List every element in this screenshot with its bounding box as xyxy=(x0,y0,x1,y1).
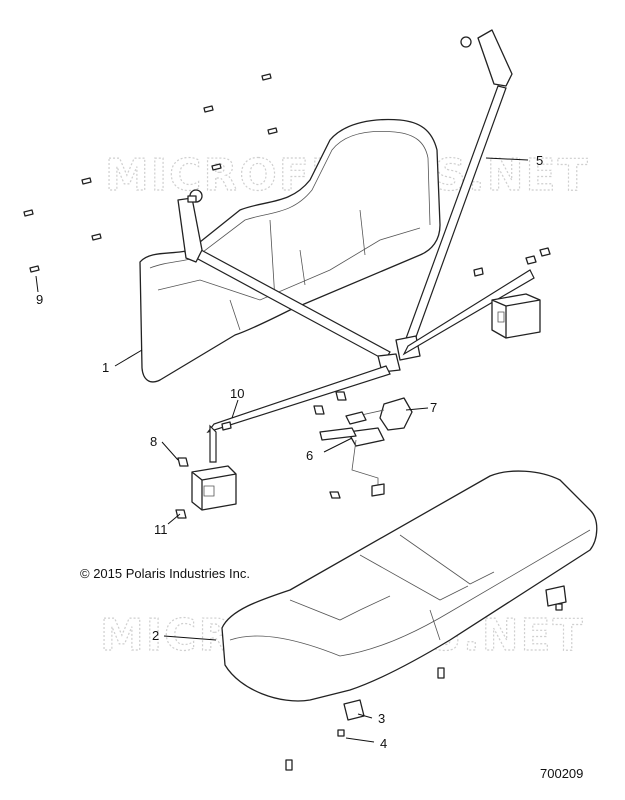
callout-1: 1 xyxy=(102,360,109,375)
copyright-text: © 2015 Polaris Industries Inc. xyxy=(80,566,250,581)
callout-6: 6 xyxy=(306,448,313,463)
leader-lines xyxy=(35,157,529,743)
retractor-left xyxy=(191,465,237,511)
diagram-id: 700209 xyxy=(540,766,583,781)
callouts: 1 2 3 4 5 6 7 8 9 10 11 xyxy=(36,153,543,751)
buckle-assembly xyxy=(319,397,413,497)
fasteners xyxy=(23,73,563,771)
callout-4: 4 xyxy=(380,736,387,751)
seat-back xyxy=(139,118,441,383)
callout-5: 5 xyxy=(536,153,543,168)
seat-bottom xyxy=(221,470,598,721)
callout-11: 11 xyxy=(154,522,168,537)
callout-8: 8 xyxy=(150,434,157,449)
lap-belt-lower xyxy=(206,365,391,463)
callout-2: 2 xyxy=(152,628,159,643)
callout-9: 9 xyxy=(36,292,43,307)
callout-7: 7 xyxy=(430,400,437,415)
callout-10: 10 xyxy=(230,386,244,401)
callout-3: 3 xyxy=(378,711,385,726)
retractor-right xyxy=(491,293,541,339)
